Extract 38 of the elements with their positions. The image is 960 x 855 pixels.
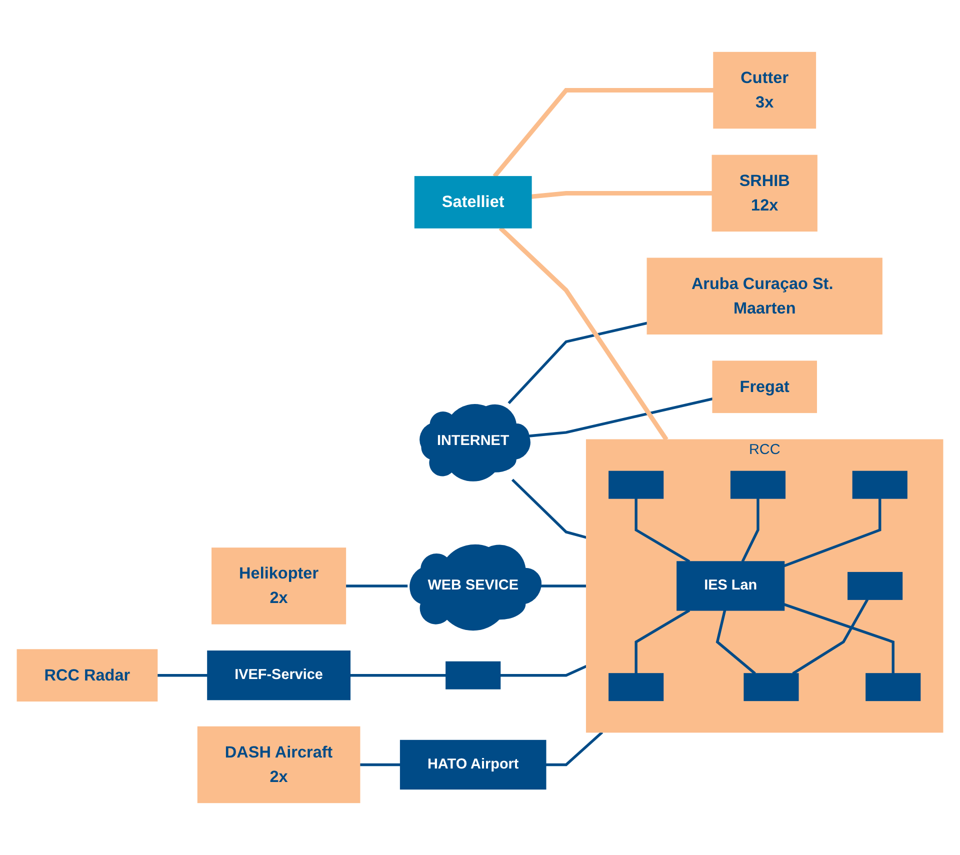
connector (500, 664, 587, 677)
node-box: RCC Radar (16, 649, 158, 702)
connector (784, 603, 894, 674)
connector (508, 322, 648, 404)
connector (360, 763, 400, 766)
node-box: IVEF-Service (207, 650, 350, 700)
node-box: DASH Aircraft 2x (197, 726, 360, 804)
node-box: Aruba Curaçao St. Maarten (646, 258, 882, 334)
node-box (730, 470, 786, 499)
connector (634, 609, 690, 674)
node-box (848, 572, 903, 600)
connector (511, 478, 587, 539)
node-box: Cutter 3x (713, 52, 816, 129)
node-box (852, 470, 908, 499)
connector (346, 584, 408, 588)
connector (634, 498, 690, 563)
node-box: IES Lan (676, 561, 785, 611)
node-box (608, 470, 664, 499)
connector (531, 190, 712, 199)
connector (792, 598, 869, 675)
node-box: SRHIB 12x (712, 154, 818, 232)
connector (546, 731, 604, 766)
connector (498, 226, 668, 441)
connector (716, 610, 756, 675)
node-box: Fregat (712, 360, 817, 414)
node-box (446, 661, 501, 690)
node-box (744, 673, 799, 702)
connector (492, 88, 714, 178)
node-box (866, 673, 921, 702)
connector (350, 674, 446, 677)
node-box: Helikopter 2x (212, 548, 346, 624)
node-box: Satelliet (414, 176, 532, 228)
connector (741, 498, 760, 562)
connector (157, 674, 208, 677)
connector (528, 397, 713, 438)
node-box (608, 673, 664, 702)
node-box: HATO Airport (400, 740, 546, 790)
connector (784, 498, 882, 568)
